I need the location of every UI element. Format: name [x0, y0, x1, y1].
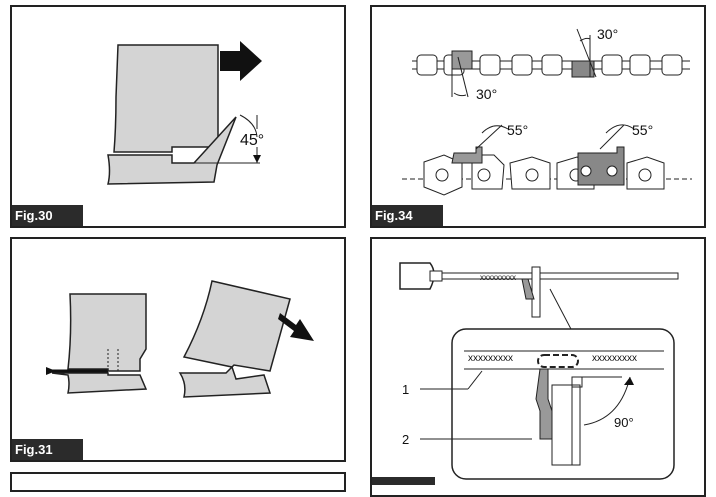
callout-1: 1	[402, 382, 409, 397]
svg-text:xxxxxxxxx: xxxxxxxxx	[480, 273, 516, 282]
bottom-right-label	[372, 477, 435, 485]
fig34-angle-top-right: 30°	[597, 26, 618, 42]
fig34-angle-bottom-left: 55°	[507, 122, 528, 138]
fig31-label: Fig.31	[12, 439, 83, 460]
fig34-label: Fig.34	[372, 205, 443, 226]
svg-text:xxxxxxxxx: xxxxxxxxx	[468, 353, 513, 364]
figure-31-panel: Fig.31	[10, 237, 346, 462]
depth-gauge-diagram: xxxxxxxxx xxxxxxxxx xxxxxxxxx 90° 1 2	[399, 262, 679, 480]
back-cut-diagram	[46, 280, 314, 398]
fig34-angle-bottom-right: 55°	[632, 122, 653, 138]
figure-depth-gauge-panel: xxxxxxxxx xxxxxxxxx xxxxxxxxx 90° 1 2	[370, 237, 706, 497]
fall-direction-arrow-icon	[220, 41, 262, 81]
fig30-angle-label: 45°	[240, 132, 264, 149]
chain-sharpening-diagram: 30° 30° 55° 55°	[402, 26, 692, 196]
partial-panel	[10, 472, 346, 492]
angle-label: 90°	[614, 415, 634, 430]
svg-text:xxxxxxxxx: xxxxxxxxx	[592, 353, 637, 364]
figure-30-panel: 45° Fig.30	[10, 5, 346, 228]
fig30-label: Fig.30	[12, 205, 83, 226]
figure-34-panel: 30° 30° 55° 55° Fig.34	[370, 5, 706, 228]
fall-direction-arrow-icon	[278, 313, 314, 341]
felling-cut-diagram: 45°	[107, 41, 264, 185]
callout-2: 2	[402, 432, 409, 447]
fig34-angle-top-left: 30°	[476, 86, 497, 102]
